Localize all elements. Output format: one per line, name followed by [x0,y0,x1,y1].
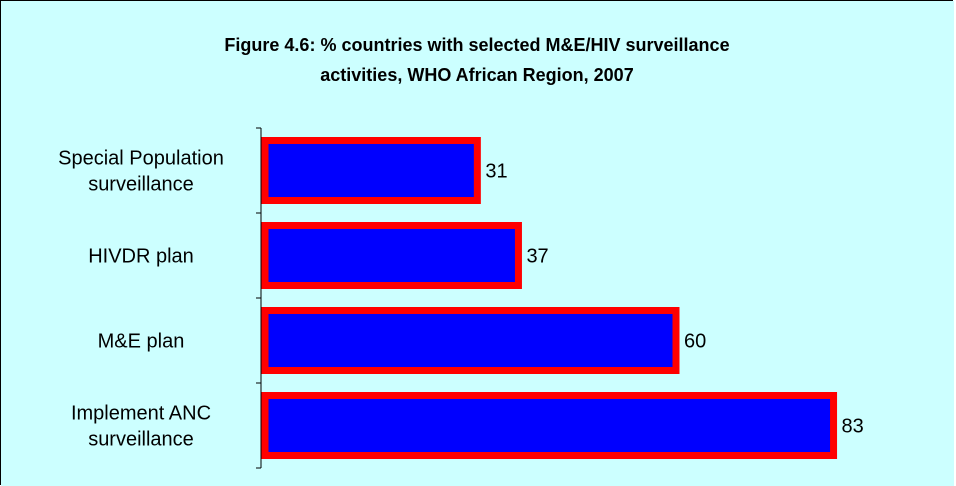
data-label-3: 60 [684,331,706,353]
chart-title-line-2: activities, WHO African Region, 2007 [320,65,633,85]
category-label-1-line-2: surveillance [88,174,194,196]
bar-3 [261,307,680,374]
category-label-1-line-1: Special Population [58,148,224,170]
bar-1 [261,137,481,204]
category-label-2: HIVDR plan [88,246,194,268]
data-label-1: 31 [485,161,507,183]
category-label-3: M&E plan [98,331,185,353]
bar-4 [261,392,838,459]
category-label-4-line-2: surveillance [88,429,194,451]
category-label-4-line-1: Implement ANC [71,403,211,425]
bar-2 [261,222,522,289]
chart-title-line-1: Figure 4.6: % countries with selected M&… [224,35,729,55]
data-label-2: 37 [526,246,548,268]
data-label-4: 83 [842,416,864,438]
plot-area: 31 Special Population surveillance 37 HIVDR … [58,127,864,469]
